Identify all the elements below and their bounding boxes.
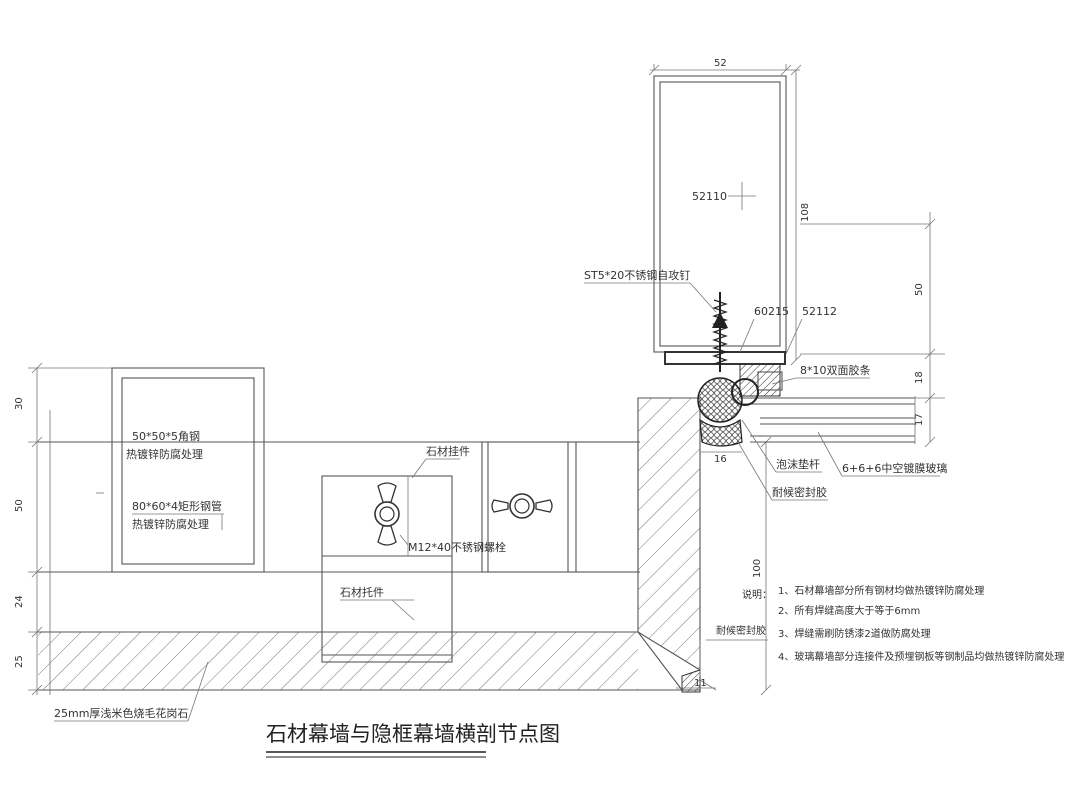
corner-stone <box>637 397 701 691</box>
note-item-2: 2、所有焊缝高度大于等于6mm <box>778 604 920 617</box>
label-52112: 52112 <box>802 305 837 318</box>
screw <box>712 292 728 372</box>
granite-slab <box>38 631 700 691</box>
dim-50-right: 50 <box>914 283 925 296</box>
glass-panes <box>740 396 916 444</box>
label-52110: 52110 <box>692 190 727 203</box>
note-item-3: 3、焊缝需刷防锈漆2道做防腐处理 <box>778 627 931 640</box>
label-glass: 6+6+6中空镀膜玻璃 <box>842 461 947 475</box>
dim-30: 30 <box>14 397 25 410</box>
label-granite: 25mm厚浅米色烧毛花岗石 <box>54 706 188 720</box>
dim-11: 11 <box>694 678 707 689</box>
label-stone-bracket: 石材托件 <box>340 585 384 599</box>
note-item-1: 1、石材幕墙部分所有钢材均做热镀锌防腐处理 <box>778 584 984 597</box>
steel-box <box>96 367 265 573</box>
profile-bar <box>664 351 786 397</box>
foam-rod <box>697 377 759 447</box>
label-rect-tube: 80*60*4矩形钢管 <box>132 499 222 513</box>
label-bolt: M12*40不锈钢螺栓 <box>408 540 506 554</box>
label-sealant: 耐候密封胶 <box>772 485 827 499</box>
right-dimension-chain <box>790 64 945 448</box>
dim-100: 100 <box>752 559 763 578</box>
dim-50-left: 50 <box>14 499 25 512</box>
bolt-left <box>374 482 400 546</box>
dim-17: 17 <box>914 413 925 426</box>
note-item-4: 4、玻璃幕墙部分连接件及预埋钢板等钢制品均做热镀锌防腐处理 <box>778 650 1064 663</box>
label-foam-rod: 泡沫垫杆 <box>776 457 820 471</box>
dim-16: 16 <box>714 454 727 465</box>
bottom-sealant <box>676 640 717 693</box>
drawing-title: 石材幕墙与隐框幕墙横剖节点图 <box>266 722 560 746</box>
dim-25: 25 <box>14 655 25 668</box>
label-rect-tube-treat: 热镀锌防腐处理 <box>132 517 209 531</box>
label-screw: ST5*20不锈钢自攻钉 <box>584 268 690 282</box>
label-60215: 60215 <box>754 305 789 318</box>
stone-bracket-plate <box>321 475 453 663</box>
dim-52: 52 <box>714 58 727 69</box>
dim-108: 108 <box>800 203 811 222</box>
label-angle-steel: 50*50*5角钢 <box>132 430 200 443</box>
label-stone-hanger: 石材挂件 <box>426 444 470 458</box>
dim-24: 24 <box>14 595 25 608</box>
label-tape: 8*10双面胶条 <box>800 363 871 377</box>
dim-18: 18 <box>914 371 925 384</box>
notes-block: 说明： 1、石材幕墙部分所有钢材均做热镀锌防腐处理 2、所有焊缝高度大于等于6m… <box>742 584 1064 663</box>
notes-heading: 说明： <box>742 588 772 601</box>
label-angle-steel-treat: 热镀锌防腐处理 <box>126 447 203 461</box>
label-sealant-small: 耐候密封胶 <box>716 624 766 637</box>
